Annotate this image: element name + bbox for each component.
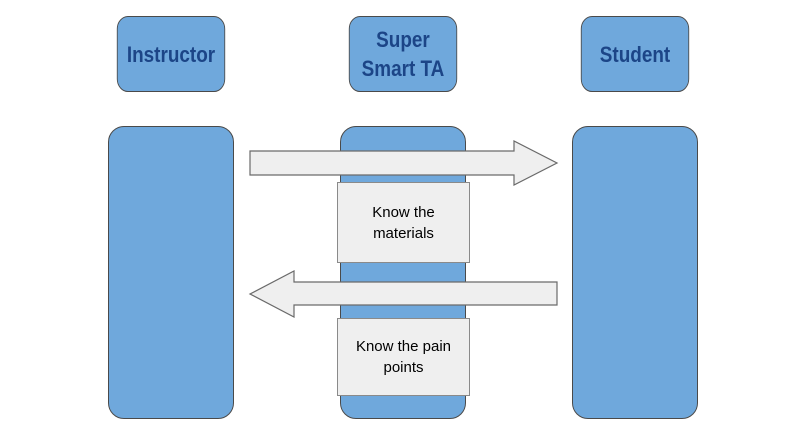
arrow-right — [249, 140, 559, 186]
arrow-left — [248, 270, 558, 318]
header-super-smart-ta: Super Smart TA — [348, 16, 458, 92]
note-pain-points-label: Know the pain points — [355, 338, 452, 376]
header-ta-label: Super Smart TA — [361, 27, 445, 81]
header-student: Student — [580, 16, 690, 92]
column-student — [572, 126, 698, 419]
header-student-label: Student — [599, 41, 671, 67]
header-instructor: Instructor — [116, 16, 226, 92]
header-instructor-label: Instructor — [126, 41, 216, 67]
note-know-the-pain-points: Know the pain points — [337, 318, 470, 396]
column-instructor — [108, 126, 234, 419]
note-know-the-materials: Know the materials — [337, 182, 470, 263]
note-materials-label: Know the materials — [372, 203, 435, 242]
